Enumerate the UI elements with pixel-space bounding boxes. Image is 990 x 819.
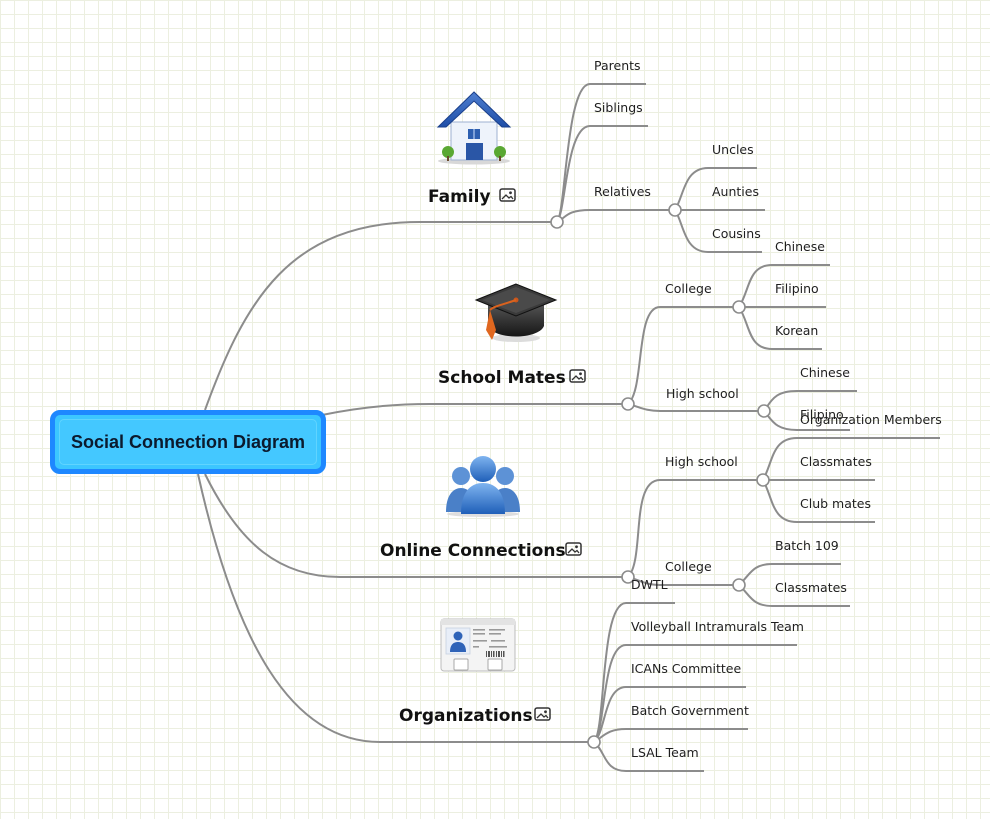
subtopic-online-highschool[interactable]: High school <box>665 454 738 469</box>
image-icon[interactable] <box>565 542 582 556</box>
junction-online-highschool[interactable] <box>756 473 770 487</box>
id-card-icon <box>440 618 516 672</box>
subtopic-online-college[interactable]: College <box>665 559 712 574</box>
junction-relatives[interactable] <box>668 203 682 217</box>
junction-orgs[interactable] <box>587 735 601 749</box>
leaf-family-siblings[interactable]: Siblings <box>594 100 643 115</box>
image-icon[interactable] <box>569 369 586 383</box>
leaf-family-parents[interactable]: Parents <box>594 58 641 73</box>
leaf-orgs-lsal-team[interactable]: LSAL Team <box>631 745 699 760</box>
image-icon[interactable] <box>499 188 516 202</box>
leaf-relatives-aunties[interactable]: Aunties <box>712 184 759 199</box>
junction-school-highschool[interactable] <box>757 404 771 418</box>
leaf-school-highschool-chinese[interactable]: Chinese <box>800 365 850 380</box>
junction-school-college[interactable] <box>732 300 746 314</box>
people-icon <box>446 456 520 517</box>
branch-label-organizations[interactable]: Organizations <box>399 706 533 726</box>
leaf-relatives-uncles[interactable]: Uncles <box>712 142 754 157</box>
image-icon[interactable] <box>534 707 551 721</box>
subtopic-school-highschool[interactable]: High school <box>666 386 739 401</box>
leaf-school-college-filipino[interactable]: Filipino <box>775 281 819 296</box>
connector-root-family <box>204 221 557 411</box>
subtopic-school-college[interactable]: College <box>665 281 712 296</box>
branch-label-online-connections[interactable]: Online Connections <box>380 541 566 561</box>
leaf-online-highschool-organization-members[interactable]: Organization Members <box>800 412 942 427</box>
branch-label-family[interactable]: Family <box>428 187 491 207</box>
connector-root-school <box>321 403 628 416</box>
junction-school[interactable] <box>621 397 635 411</box>
junction-online-college[interactable] <box>732 578 746 592</box>
junction-family[interactable] <box>550 215 564 229</box>
leaf-online-college-batch-109[interactable]: Batch 109 <box>775 538 839 553</box>
root-topic[interactable]: Social Connection Diagram <box>50 410 326 474</box>
root-topic-label: Social Connection Diagram <box>70 431 306 452</box>
subtopic-family-relatives[interactable]: Relatives <box>594 184 651 199</box>
leaf-orgs-batch-government[interactable]: Batch Government <box>631 703 749 718</box>
leaf-online-college-classmates[interactable]: Classmates <box>775 580 847 595</box>
leaf-orgs-dwtl[interactable]: DWTL <box>631 577 668 592</box>
house-icon <box>436 91 512 165</box>
leaf-online-highschool-classmates[interactable]: Classmates <box>800 454 872 469</box>
connector-root-online <box>204 473 628 578</box>
leaf-school-college-korean[interactable]: Korean <box>775 323 818 338</box>
leaf-school-college-chinese[interactable]: Chinese <box>775 239 825 254</box>
branch-label-school-mates[interactable]: School Mates <box>438 368 566 388</box>
leaf-orgs-icans-committee[interactable]: ICANs Committee <box>631 661 741 676</box>
leaf-relatives-cousins[interactable]: Cousins <box>712 226 761 241</box>
junction-online[interactable] <box>621 570 635 584</box>
leaf-online-highschool-club-mates[interactable]: Club mates <box>800 496 871 511</box>
connector-root-orgs <box>197 473 594 743</box>
leaf-school-highschool-filipino[interactable]: Filipino <box>800 407 844 422</box>
school-connectors <box>627 264 857 431</box>
graduation-cap-icon <box>474 283 558 342</box>
leaf-orgs-volleyball-intramurals-team[interactable]: Volleyball Intramurals Team <box>631 619 804 634</box>
root-topic-inner <box>59 419 317 465</box>
